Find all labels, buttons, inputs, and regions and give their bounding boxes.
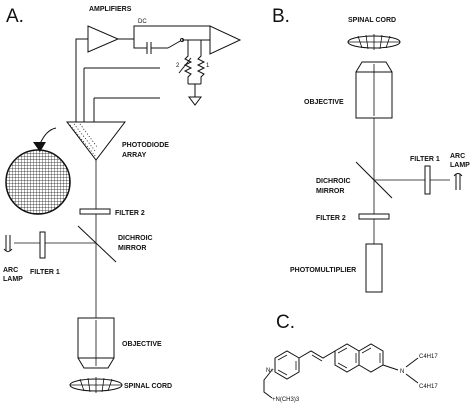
- arc-lamp-b-line1: ARC: [450, 153, 465, 160]
- amine-n: N: [400, 369, 404, 375]
- filter-2-b-label: FILTER 2: [316, 215, 346, 222]
- pyridinium-ring: [274, 350, 300, 380]
- photomultiplier: [365, 243, 383, 293]
- dichroic-b-line1: DICHROIC: [316, 178, 351, 185]
- arc-lamp-b-line2: LAMP: [450, 162, 470, 169]
- spinal-cord-a-label: SPINAL CORD: [124, 383, 172, 390]
- vinyl-double-bond: [311, 354, 323, 362]
- dichroic-b-line2: MIRROR: [316, 188, 344, 195]
- panel-b-letter: B.: [272, 6, 290, 27]
- panel-c: C. N+ +N(CH3)3 N C4H17 C4H17: [263, 312, 438, 403]
- lead-2: [93, 97, 160, 122]
- trimethylammonium: +N(CH3)3: [272, 397, 300, 403]
- objective-a-label: OBJECTIVE: [122, 341, 162, 348]
- vinyl-bridge: [298, 350, 336, 359]
- panel-b: B. SPINAL CORD OBJECTIVE DICHROIC MIRROR…: [272, 6, 470, 293]
- dichroic-mirror-a: [77, 225, 117, 263]
- cap-wire-left: [133, 39, 147, 49]
- objective-b-tip: [355, 61, 393, 73]
- propyl-linker: [263, 369, 273, 399]
- dichroic-a-line1: DICHROIC: [118, 235, 153, 242]
- amine-bond: [382, 364, 399, 371]
- switch: [167, 39, 183, 49]
- filter-1-b-label: FILTER 1: [410, 156, 440, 163]
- dc-line: [118, 25, 211, 40]
- resistor-2-label: 2: [176, 63, 180, 69]
- panel-c-letter: C.: [276, 312, 295, 333]
- arc-lamp-a-line2: LAMP: [3, 276, 23, 283]
- resistor-2: [183, 40, 193, 84]
- spinal-cord-b: [347, 34, 401, 50]
- filter-2-b: [358, 213, 390, 220]
- dichroic-a-line2: MIRROR: [118, 245, 146, 252]
- resistor-2-arrow: [178, 57, 192, 74]
- arc-lamp-a-line1: ARC: [3, 267, 18, 274]
- ground-wire: [188, 83, 201, 97]
- photodiode-label-line2: ARRAY: [122, 152, 147, 159]
- photomultiplier-label: PHOTOMULTIPLIER: [290, 267, 356, 274]
- ground-symbol: [188, 96, 202, 106]
- zoom-arrow: [39, 127, 57, 145]
- spinal-cord-b-label: SPINAL CORD: [348, 17, 396, 24]
- alkyl-bottom: C4H17: [419, 384, 438, 390]
- filter-2-a: [79, 208, 111, 215]
- amplifier-1: [87, 25, 120, 53]
- panel-a-letter: A.: [6, 6, 24, 27]
- naphthalene-ring-2: [358, 343, 384, 373]
- dc-label: DC: [138, 19, 147, 25]
- arc-lamp-a-base: [3, 248, 13, 252]
- objective-b-label: OBJECTIVE: [304, 99, 344, 106]
- pyridinium-n: N+: [266, 368, 274, 374]
- photodiode-label-line1: PHOTODIODE: [122, 142, 169, 149]
- arc-lamp-a: [5, 235, 11, 251]
- pyridinium-double-bonds: [277, 354, 297, 376]
- alkyl-bonds: [405, 357, 419, 384]
- filter-2-a-label: FILTER 2: [115, 210, 145, 217]
- photodiode-array: [65, 121, 127, 161]
- resistor-1-label: 1: [206, 63, 210, 69]
- zoom-arrowhead: [33, 142, 46, 152]
- objective-a-tip: [77, 357, 115, 369]
- array-shading: [69, 123, 98, 158]
- panel-a: A. AMPLIFIERS DC 2 1 PHOTODIODE A: [3, 6, 242, 393]
- arc-lamp-b-base: [453, 173, 463, 177]
- arc-lamp-b: [455, 174, 461, 190]
- amplifiers-label: AMPLIFIERS: [89, 6, 132, 13]
- diode-array-grid: [5, 149, 71, 215]
- filter-1-a: [39, 231, 46, 259]
- capacitor: [146, 42, 152, 54]
- filter-1-a-label: FILTER 1: [30, 269, 60, 276]
- alkyl-top: C4H17: [419, 354, 438, 360]
- resistor-1: [196, 40, 206, 84]
- naphthalene-double-bonds: [337, 347, 381, 369]
- amplifier-2: [209, 25, 242, 55]
- lead-amp1: [75, 38, 88, 122]
- spinal-cord-a: [69, 377, 123, 393]
- filter-1-b: [424, 165, 431, 195]
